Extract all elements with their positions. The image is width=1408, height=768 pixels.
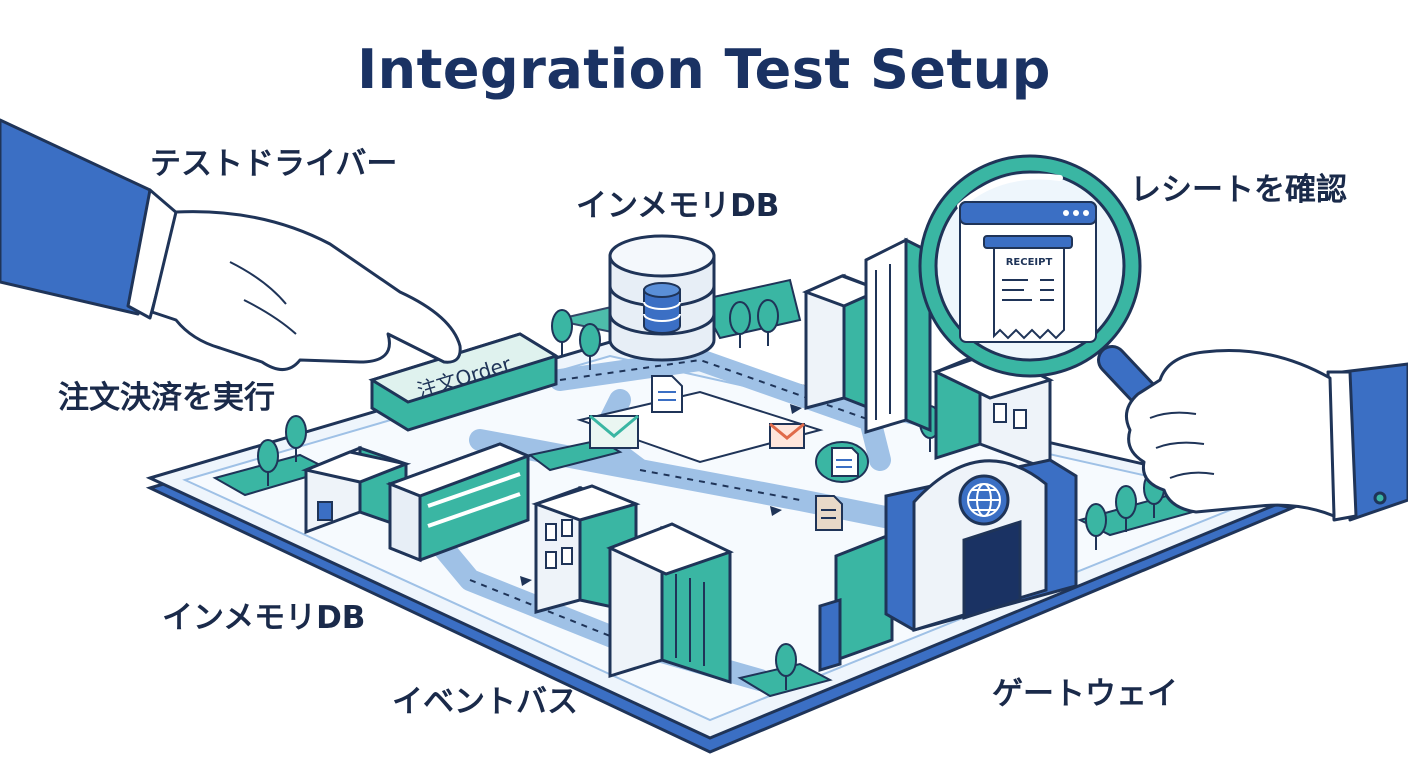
label-in-memory-db-bottom: インメモリDB xyxy=(162,600,366,636)
label-event-bus: イベントバス xyxy=(392,684,578,720)
document-icon xyxy=(651,375,683,413)
building-right-block xyxy=(932,350,1055,473)
document-icon-2 xyxy=(815,441,869,483)
database-icon xyxy=(608,234,716,362)
building-long-block xyxy=(385,442,533,563)
receipt-window xyxy=(959,201,1097,343)
globe-icon xyxy=(967,483,1001,517)
receipt-label: RECEIPT xyxy=(1006,257,1053,268)
label-gateway: ゲートウェイ xyxy=(992,676,1178,712)
building-front-tower xyxy=(606,522,734,685)
label-in-memory-db-top: インメモリDB xyxy=(576,188,780,224)
bus-arrows xyxy=(520,404,802,586)
envelope-icon xyxy=(589,414,639,449)
gateway-building xyxy=(818,458,1078,673)
label-execute-order: 注文決済を実行 xyxy=(58,380,275,416)
holding-hand xyxy=(1124,349,1408,522)
label-check-receipt: レシートを確認 xyxy=(1130,172,1347,208)
document-icon-3 xyxy=(815,495,843,531)
order-button-slab xyxy=(368,332,560,432)
label-test-driver: テストドライバー xyxy=(150,146,398,182)
page-title: Integration Test Setup xyxy=(357,38,1051,101)
building-right-tall xyxy=(802,237,932,435)
pointing-hand-icon xyxy=(0,118,462,371)
envelope-icon-2 xyxy=(769,422,805,449)
